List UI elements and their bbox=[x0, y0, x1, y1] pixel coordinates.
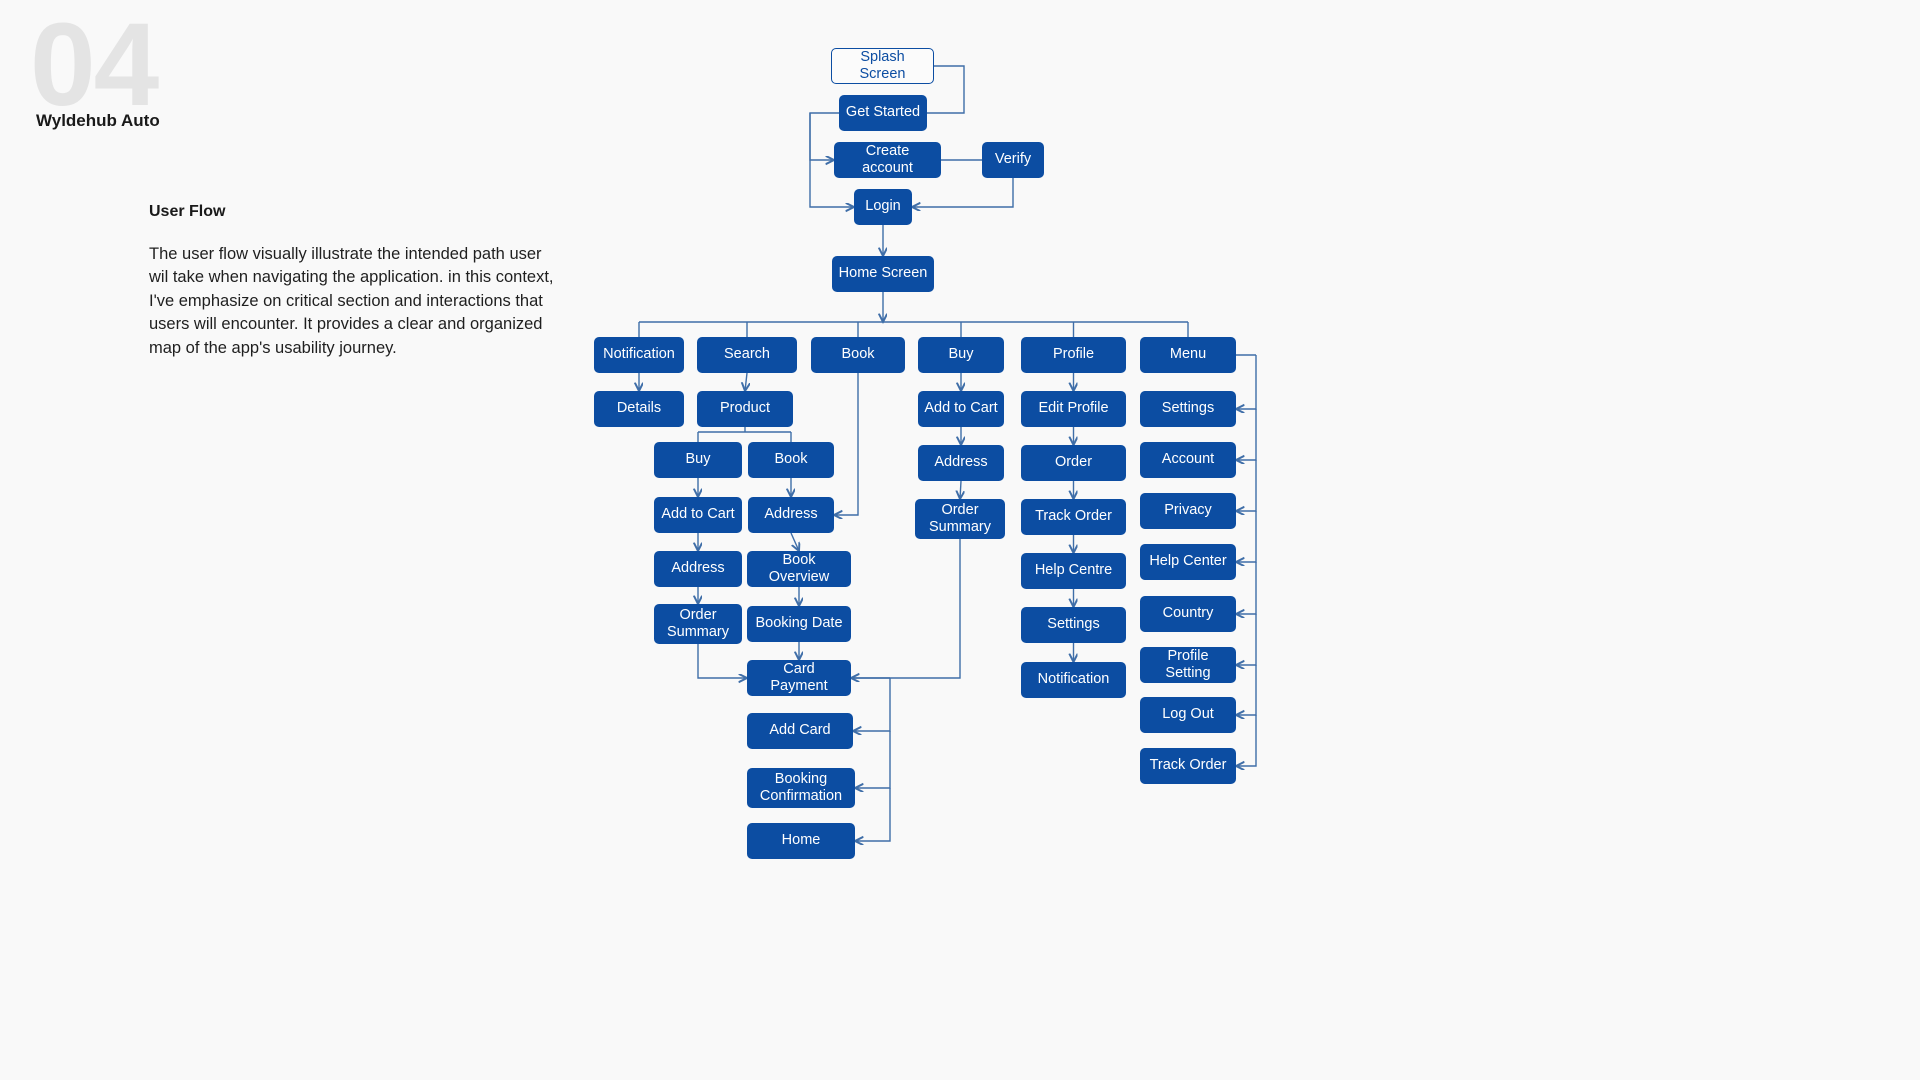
brand-name: Wyldehub Auto bbox=[36, 111, 160, 130]
flow-node-book_top[interactable]: Book bbox=[811, 337, 905, 373]
flow-node-address_mid[interactable]: Address bbox=[654, 551, 742, 587]
flow-node-details[interactable]: Details bbox=[594, 391, 684, 427]
flow-node-help_center_m[interactable]: Help Center bbox=[1140, 544, 1236, 580]
flow-node-address_buy2[interactable]: Address bbox=[918, 445, 1004, 481]
flow-node-edit_profile[interactable]: Edit Profile bbox=[1021, 391, 1126, 427]
flow-node-search[interactable]: Search bbox=[697, 337, 797, 373]
flow-node-profile_set[interactable]: Profile Setting bbox=[1140, 647, 1236, 683]
flow-node-booking_date[interactable]: Booking Date bbox=[747, 606, 851, 642]
flow-node-menu[interactable]: Menu bbox=[1140, 337, 1236, 373]
flow-node-card_payment[interactable]: Card Payment bbox=[747, 660, 851, 696]
flow-node-book_mid[interactable]: Book bbox=[748, 442, 834, 478]
flow-node-settings_menu[interactable]: Settings bbox=[1140, 391, 1236, 427]
page-title: User Flow bbox=[149, 203, 226, 220]
flow-node-booking_conf[interactable]: Booking Confirmation bbox=[747, 768, 855, 808]
flow-node-settings_prof[interactable]: Settings bbox=[1021, 607, 1126, 643]
flow-node-order_sum_mid[interactable]: Order Summary bbox=[654, 604, 742, 644]
flow-node-log_out[interactable]: Log Out bbox=[1140, 697, 1236, 733]
flow-node-privacy[interactable]: Privacy bbox=[1140, 493, 1236, 529]
flow-node-profile[interactable]: Profile bbox=[1021, 337, 1126, 373]
flow-node-add_cart_buy[interactable]: Add to Cart bbox=[918, 391, 1004, 427]
flow-node-buy_mid[interactable]: Buy bbox=[654, 442, 742, 478]
flow-node-track_order_m[interactable]: Track Order bbox=[1140, 748, 1236, 784]
flow-node-add_cart_mid[interactable]: Add to Cart bbox=[654, 497, 742, 533]
flow-node-notif_prof[interactable]: Notification bbox=[1021, 662, 1126, 698]
flow-node-login[interactable]: Login bbox=[854, 189, 912, 225]
flow-node-help_centre[interactable]: Help Centre bbox=[1021, 553, 1126, 589]
flow-node-create_account[interactable]: Create account bbox=[834, 142, 941, 178]
flow-node-country[interactable]: Country bbox=[1140, 596, 1236, 632]
flow-node-buy_top[interactable]: Buy bbox=[918, 337, 1004, 373]
flow-node-verify[interactable]: Verify bbox=[982, 142, 1044, 178]
section-number: 04 bbox=[30, 0, 159, 131]
flow-node-product[interactable]: Product bbox=[697, 391, 793, 427]
section-description: The user flow visually illustrate the in… bbox=[149, 245, 554, 357]
flow-node-home_bottom[interactable]: Home bbox=[747, 823, 855, 859]
flow-node-address_book[interactable]: Address bbox=[748, 497, 834, 533]
flow-node-account[interactable]: Account bbox=[1140, 442, 1236, 478]
flow-node-order_sum_buy[interactable]: Order Summary bbox=[915, 499, 1005, 539]
flow-node-home_screen[interactable]: Home Screen bbox=[832, 256, 934, 292]
flow-node-book_overview[interactable]: Book Overview bbox=[747, 551, 851, 587]
flow-node-add_card[interactable]: Add Card bbox=[747, 713, 853, 749]
flow-node-get_started[interactable]: Get Started bbox=[839, 95, 927, 131]
flow-node-splash[interactable]: Splash Screen bbox=[831, 48, 934, 84]
flow-node-track_order_p[interactable]: Track Order bbox=[1021, 499, 1126, 535]
flow-node-order[interactable]: Order bbox=[1021, 445, 1126, 481]
flow-node-notification[interactable]: Notification bbox=[594, 337, 684, 373]
